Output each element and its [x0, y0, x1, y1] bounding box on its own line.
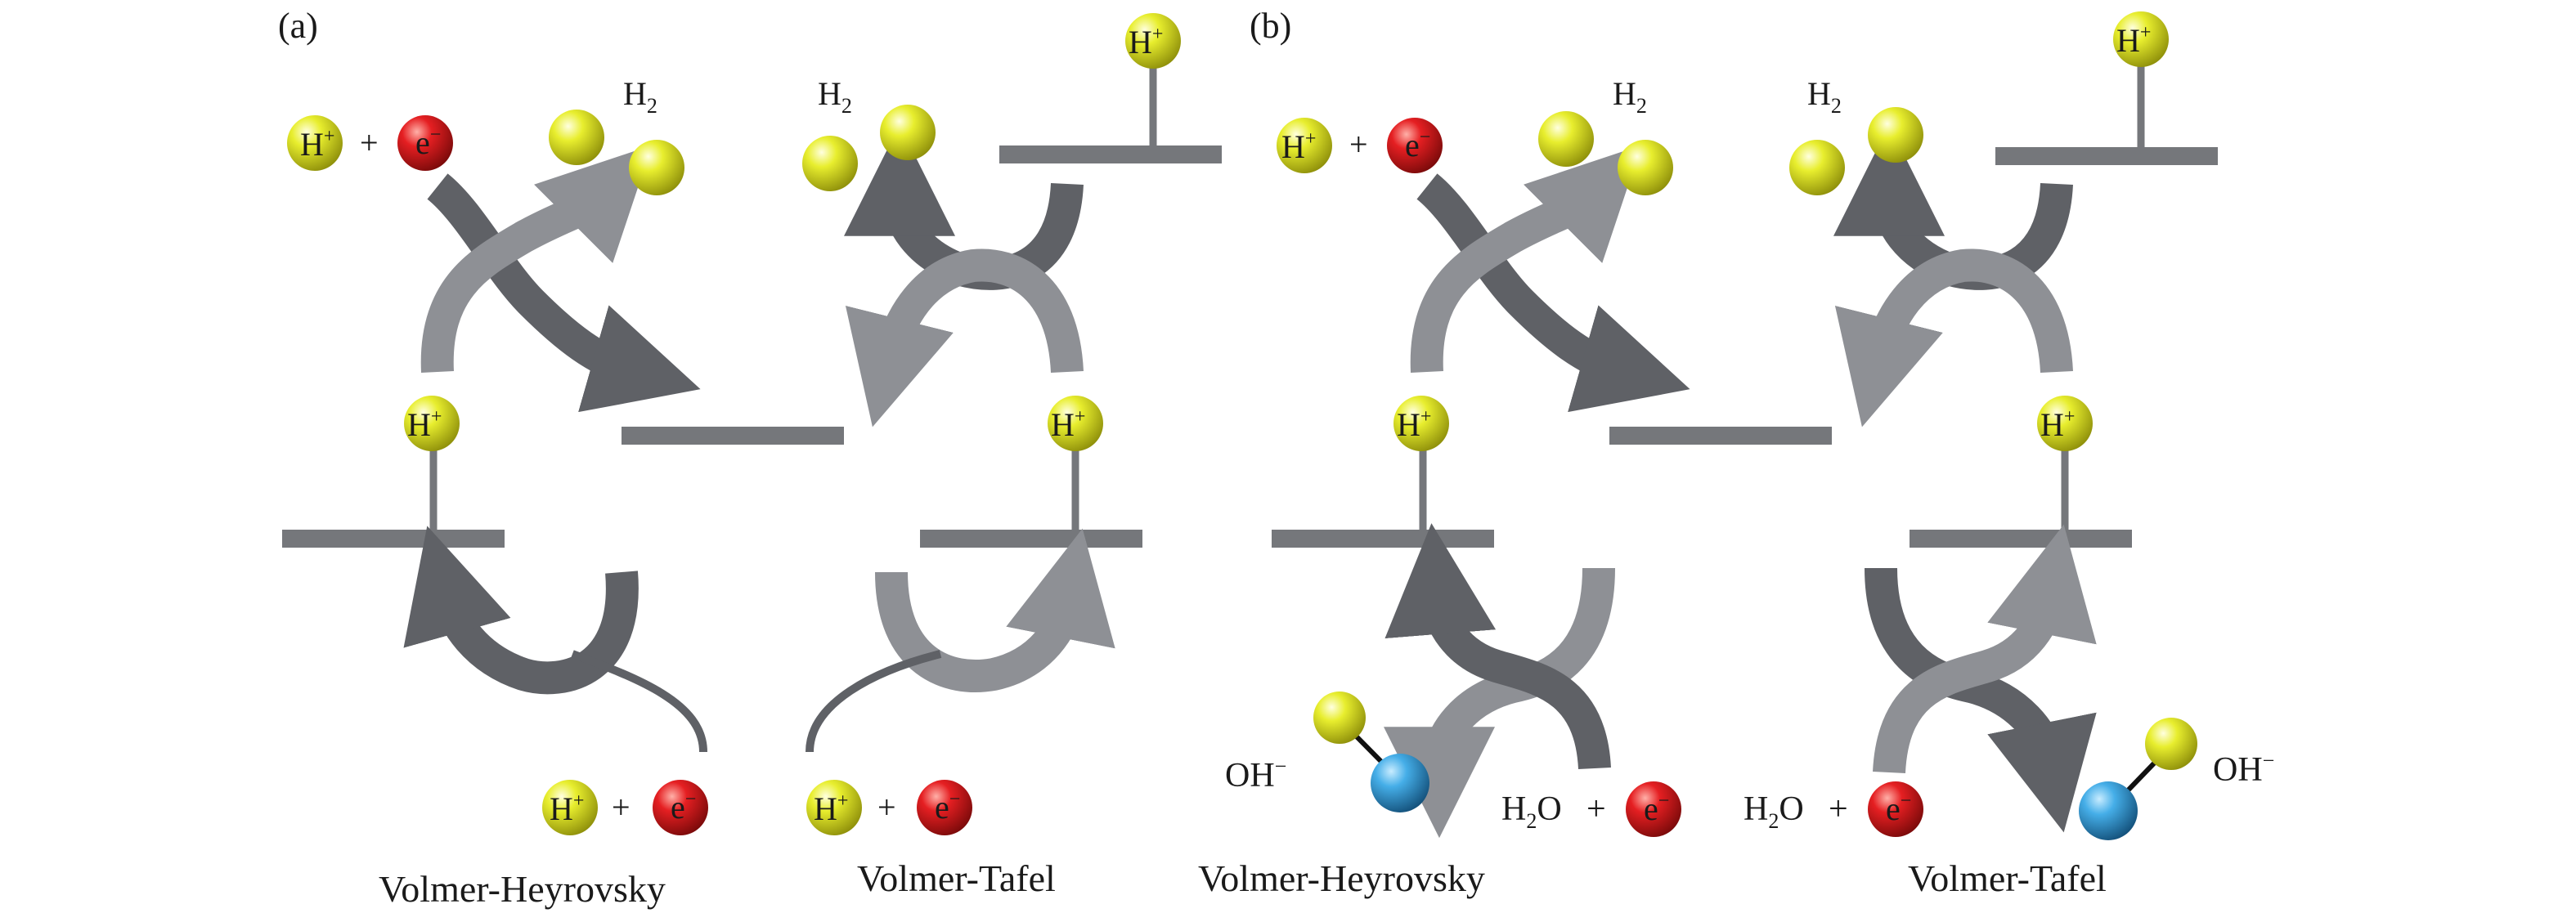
hydrogen-atom — [806, 780, 862, 835]
electron-label: e− — [1886, 790, 1911, 827]
oxygen-atom — [2079, 781, 2138, 840]
hydrogen-atom — [1048, 396, 1103, 451]
electron — [1626, 781, 1681, 837]
proton-label: H+ — [1281, 128, 1316, 165]
h2-label: H2 — [1807, 75, 1842, 118]
plus-sign: + — [1829, 790, 1848, 828]
adsorbed-h-label: H+ — [1397, 406, 1431, 443]
volmer-tafel-cycle: H2 H+ H+ H+ + e− Volmer-Tafel — [802, 13, 1222, 899]
plus-sign: + — [360, 124, 379, 161]
hydrogen-atom — [802, 136, 858, 191]
panel-label: (a) — [278, 6, 318, 46]
electron-label: e− — [935, 789, 960, 826]
adsorbed-h-label: H+ — [2116, 22, 2151, 59]
proton-label: H+ — [550, 790, 584, 827]
electron — [1868, 781, 1923, 837]
hydrogen-atom — [549, 110, 604, 165]
hydrogen-atom — [1393, 396, 1449, 451]
connector-line — [806, 650, 942, 753]
adsorbed-h-label: H+ — [407, 406, 442, 443]
plus-sign: + — [1586, 790, 1606, 828]
reaction-arrow — [420, 145, 653, 373]
hydrogen-atom — [1313, 692, 1366, 744]
panel-a: (a) H+ + e− H2 H+ — [278, 6, 1222, 910]
electron-label: e− — [671, 789, 696, 826]
reaction-arrow — [1410, 145, 1642, 373]
electron — [1387, 118, 1443, 173]
connector-line — [571, 650, 707, 753]
hydrogen-atom — [287, 115, 343, 171]
panel-label: (b) — [1250, 6, 1291, 46]
hydroxide-label: OH− — [1225, 754, 1286, 794]
mechanism-caption: Volmer-Tafel — [857, 857, 1056, 899]
proton-label: H+ — [814, 790, 848, 827]
adsorbed-h-label: H+ — [2040, 406, 2075, 443]
panel-b: (b) H+ + e− H2 H+ — [1198, 6, 2274, 899]
reaction-arrow — [426, 173, 701, 413]
plus-sign: + — [877, 789, 896, 826]
reaction-arrow — [875, 528, 1115, 692]
catalyst-surface — [1272, 530, 1494, 548]
reaction-arrow — [403, 526, 639, 695]
hydrogen-atom — [1618, 140, 1673, 195]
h2-label: H2 — [1613, 75, 1647, 118]
catalyst-surface — [920, 530, 1142, 548]
volmer-heyrovsky-cycle: H+ + e− H2 H+ OH− H2O + e− Volmer-Heyrov… — [1198, 75, 1832, 899]
hydrogen-atom — [1868, 107, 1923, 163]
proton-label: H+ — [300, 126, 334, 163]
reaction-arrow — [1416, 173, 1690, 413]
hydrogen-atom — [542, 780, 598, 835]
volmer-tafel-cycle: H2 H+ H+ H2O + e− OH− Volmer-Tafel — [1744, 11, 2274, 899]
electron-label: e− — [1405, 127, 1430, 163]
h2-label: H2 — [818, 75, 852, 118]
reaction-arrow — [1384, 523, 1611, 770]
plus-sign: + — [1349, 126, 1368, 163]
h2-label: H2 — [623, 75, 657, 118]
catalyst-surface — [282, 530, 505, 548]
hydrogen-atom — [1538, 111, 1594, 167]
catalyst-surface — [999, 145, 1222, 163]
hydrogen-atom — [2037, 396, 2093, 451]
catalyst-surface — [1995, 147, 2218, 165]
electron — [653, 780, 708, 835]
electron — [397, 115, 453, 171]
hydrogen-atom — [629, 140, 684, 195]
adsorbed-h-label: H+ — [1051, 406, 1085, 443]
adsorbed-h-label: H+ — [1129, 24, 1163, 60]
hydrogen-atom — [1277, 118, 1332, 173]
volmer-heyrovsky-cycle: H+ + e− H2 H+ H+ + e− Volmer-Heyrovsky — [282, 75, 844, 910]
hydrogen-atom — [2113, 11, 2169, 67]
catalyst-surface — [1609, 427, 1832, 445]
hydrogen-atom — [1125, 13, 1181, 69]
water-label: H2O — [1501, 790, 1562, 833]
electron-label: e− — [415, 124, 441, 161]
plus-sign: + — [612, 789, 631, 826]
hydrogen-atom — [2145, 718, 2197, 770]
oxygen-atom — [1371, 754, 1429, 812]
hydrogen-atom — [880, 105, 936, 160]
electron-label: e− — [1644, 790, 1669, 827]
hydrogen-atom — [1789, 140, 1845, 195]
mechanism-caption: Volmer-Tafel — [1908, 857, 2107, 899]
hydroxide-label: OH− — [2213, 749, 2274, 789]
catalyst-surface — [1910, 530, 2132, 548]
water-label: H2O — [1744, 790, 1804, 833]
hydrogen-atom — [404, 396, 460, 451]
reaction-arrow — [1873, 524, 2097, 774]
reaction-arrow — [845, 248, 1084, 427]
reaction-arrow — [1834, 248, 2073, 427]
electron — [917, 780, 972, 835]
catalyst-surface — [622, 427, 844, 445]
mechanism-caption: Volmer-Heyrovsky — [379, 868, 666, 910]
mechanism-caption: Volmer-Heyrovsky — [1198, 857, 1485, 899]
